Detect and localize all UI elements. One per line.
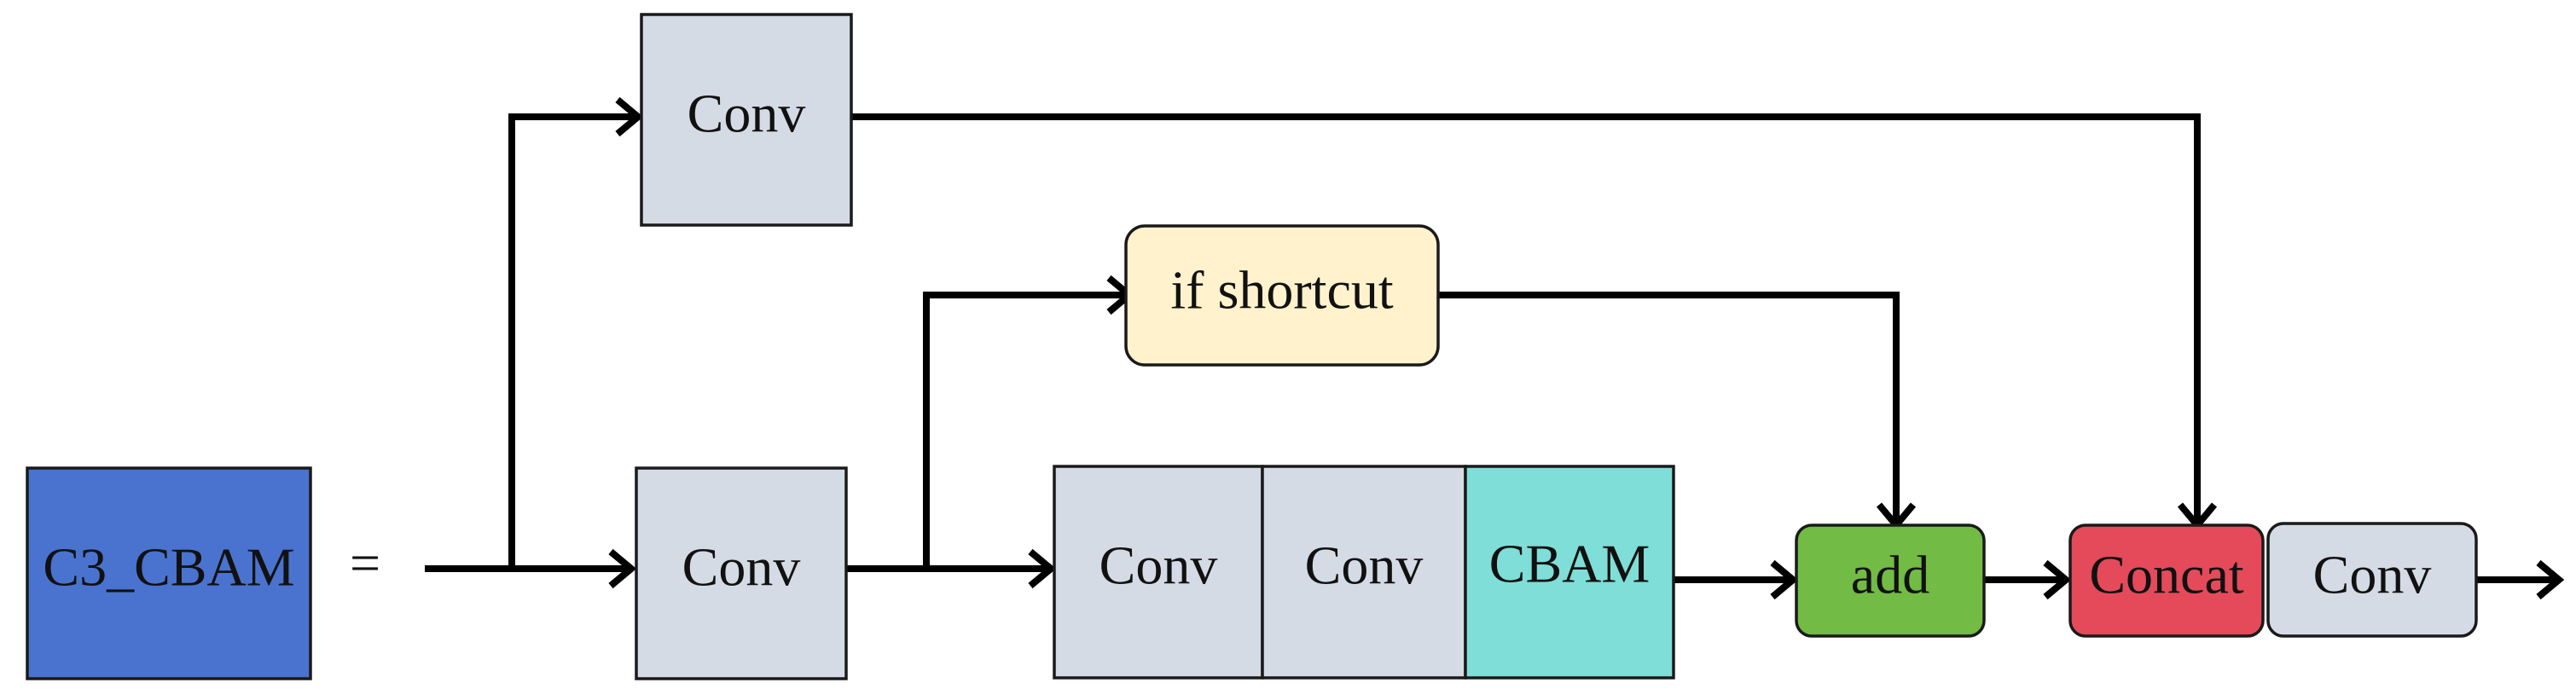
if-shortcut-node: if shortcut [1124,224,1440,367]
conv-top-to-concat-line [849,113,2201,524]
bottleneck-group: Conv Conv CBAM [1053,465,1675,680]
bottleneck-conv-2-label: Conv [1305,535,1424,596]
c3-cbam-block: C3_CBAM [26,466,312,680]
conv-out-node: Conv [2266,522,2478,638]
conv-top-node: Conv [640,13,853,227]
equals-sign: = [350,533,380,593]
connectors [425,96,2565,600]
add-label: add [1851,545,1929,605]
if-shortcut-label: if shortcut [1170,260,1394,321]
bottleneck-conv-1-box [1053,465,1264,680]
arrowhead [615,96,644,137]
add-node: add [1795,524,1986,638]
concat-node: Concat [2068,524,2265,638]
cbam-box [1464,465,1675,680]
arrowhead [2043,559,2072,600]
arrowhead [1770,559,1799,600]
conv-mid-to-shortcut-line [923,292,1128,569]
bottleneck-conv-1-label: Conv [1099,535,1218,596]
bottleneck-conv-2-box [1261,465,1467,680]
input-to-conv-top-line [508,113,636,569]
c3-cbam-label: C3_CBAM [43,537,294,598]
arrowhead [2536,559,2565,600]
cbam-label: CBAM [1489,534,1651,594]
arrowhead [608,548,637,589]
conv-top-label: Conv [688,84,806,144]
concat-label: Concat [2089,545,2244,605]
shortcut-to-add-line [1436,292,1900,524]
conv-mid-node: Conv [635,466,848,680]
arrowhead [1028,548,1057,589]
conv-out-label: Conv [2313,545,2432,605]
conv-mid-label: Conv [682,537,801,598]
